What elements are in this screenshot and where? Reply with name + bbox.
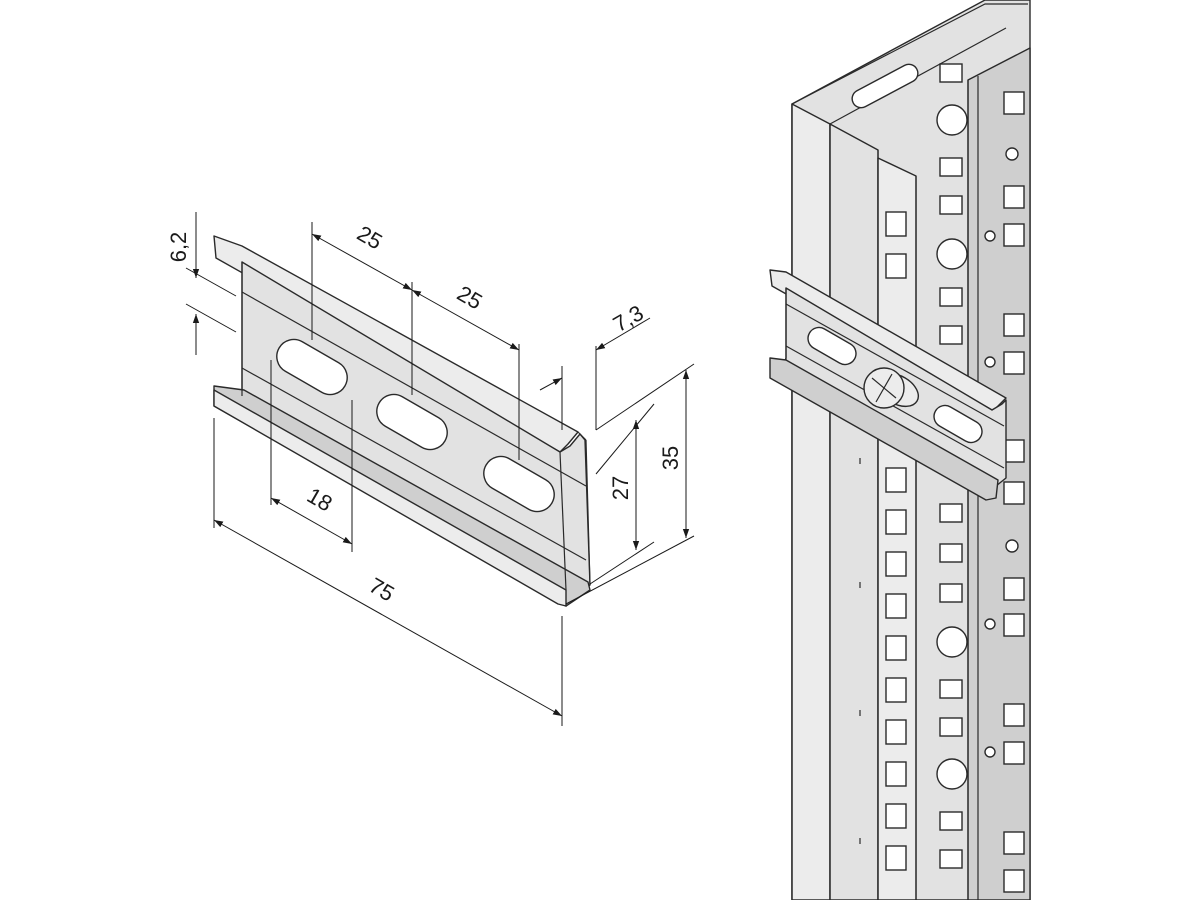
dim-flange-depth: 7,3 xyxy=(609,300,648,337)
dim-pitch-1: 25 xyxy=(353,221,387,255)
dim-inner-height: 27 xyxy=(608,476,633,500)
profile-left-face xyxy=(791,103,831,900)
rail-slot-3 xyxy=(483,455,555,513)
din-rail xyxy=(213,235,591,607)
profile-inner-face xyxy=(829,123,879,900)
mounted-rail xyxy=(769,269,1007,501)
rail-top-flange xyxy=(213,235,579,453)
back-face-holes xyxy=(936,63,968,869)
front-strip-holes xyxy=(885,211,907,871)
dim-slot-length: 18 xyxy=(303,483,337,517)
dim-pitch-2: 25 xyxy=(453,281,487,315)
dim-outer-height: 35 xyxy=(658,446,683,470)
dim-total-length: 75 xyxy=(365,573,399,607)
mounting-screw-icon xyxy=(863,367,919,409)
right-column-holes xyxy=(984,91,1025,893)
dim-top-flange: 6,2 xyxy=(166,232,191,263)
